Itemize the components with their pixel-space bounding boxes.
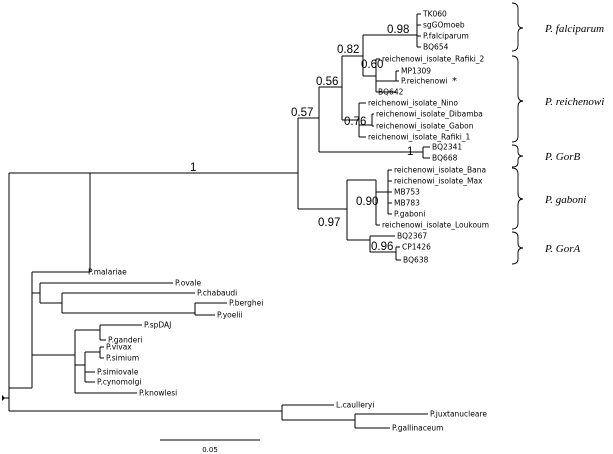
leaf-max: reichenowi_isolate_Max xyxy=(394,177,483,186)
leaf-pchabaudi: P.chabaudi xyxy=(197,289,237,298)
leaf-bq2367: BQ2367 xyxy=(397,232,427,241)
brace-reichenowi xyxy=(511,55,524,143)
leaf-preichenowi: P.reichenowi xyxy=(401,77,447,86)
support-values: 0.98 0.82 0.60 0.56 0.57 0.76 1 1 0.90 0… xyxy=(190,24,413,253)
support-082: 0.82 xyxy=(337,44,359,56)
leaf-bq654: BQ654 xyxy=(423,43,449,52)
leaf-rafiki2: reichenowi_isolate_Rafiki_2 xyxy=(382,55,485,64)
leaf-mb783: MB783 xyxy=(394,199,420,208)
leaf-mb753: MB753 xyxy=(394,188,420,197)
leaf-povale: P.ovale xyxy=(175,279,201,288)
leaf-nino: reichenowi_isolate_Nino xyxy=(368,99,458,108)
support-057: 0.57 xyxy=(291,107,313,119)
leaf-psimiovale: P.simiovale xyxy=(97,368,139,377)
leaf-bana: reichenowi_isolate_Bana xyxy=(394,166,486,175)
leaf-pfalciparum: P.falciparum xyxy=(423,32,469,41)
leaf-bq668: BQ668 xyxy=(432,154,458,163)
leaf-psimium: P.simium xyxy=(106,354,139,363)
leaf-pganderi: P.ganderi xyxy=(108,336,142,345)
leaf-bq638: BQ638 xyxy=(403,256,429,265)
scale-bar-label: 0.05 xyxy=(202,446,218,454)
group-label-falciparum: P. falciparum xyxy=(544,23,604,35)
group-label-reichenowi: P. reichenowi xyxy=(544,96,604,108)
brace-gora xyxy=(511,231,524,265)
support-096: 0.96 xyxy=(371,241,393,253)
support-1-root: 1 xyxy=(190,162,196,174)
group-braces xyxy=(511,2,524,265)
reichenowi-star-marker: * xyxy=(452,76,457,87)
leaf-pknowlesi: P.knowlesi xyxy=(139,389,177,398)
support-056: 0.56 xyxy=(316,76,338,88)
leaf-dibamba: reichenowi_isolate_Dibamba xyxy=(376,110,483,119)
leaf-rafiki1: reichenowi_isolate_Rafiki_1 xyxy=(368,133,471,142)
leaf-loukoum: reichenowi_isolate_Loukoum xyxy=(382,221,489,230)
leaf-lcaulleryi: L.caulleryi xyxy=(336,401,374,410)
leaf-pspdaj: P.spDAJ xyxy=(144,321,171,330)
leaf-pgaboni: P.gaboni xyxy=(394,210,425,219)
leaf-pyoelii: P.yoelii xyxy=(217,311,243,320)
group-label-gorb: P. GorB xyxy=(544,151,581,163)
support-060: 0.60 xyxy=(361,59,383,71)
support-076: 0.76 xyxy=(344,116,366,128)
support-090: 0.90 xyxy=(356,196,378,208)
leaf-pvivax: P.vivax xyxy=(106,343,132,352)
support-097: 0.97 xyxy=(318,217,340,229)
support-1-gorb: 1 xyxy=(407,146,413,158)
leaf-pcynomolgi: P.cynomolgi xyxy=(97,378,141,387)
brace-gorb xyxy=(511,144,524,168)
group-label-gora: P. GorA xyxy=(544,243,581,255)
leaf-tk060: TK060 xyxy=(422,10,447,19)
leaf-pberghei: P.berghei xyxy=(229,299,263,308)
brace-gaboni xyxy=(511,167,524,230)
tree-branches xyxy=(2,13,430,429)
leaf-bq2341: BQ2341 xyxy=(432,143,462,152)
support-098: 0.98 xyxy=(387,24,409,36)
leaf-labels: TK060 sgGOmoeb P.falciparum BQ654 reiche… xyxy=(88,10,489,433)
group-label-gaboni: P. gaboni xyxy=(544,194,586,206)
leaf-pgallinaceum: P.gallinaceum xyxy=(392,424,444,433)
leaf-mp1309: MP1309 xyxy=(401,67,431,76)
leaf-gabon: reichenowi_isolate_Gabon xyxy=(376,122,474,131)
leaf-pjuxtanucleare: P.juxtanucleare xyxy=(430,410,487,419)
leaf-cp1426: CP1426 xyxy=(402,243,431,252)
leaf-sggomeeb: sgGOmoeb xyxy=(423,21,465,30)
group-labels: P. falciparum P. reichenowi P. GorB P. g… xyxy=(544,23,604,255)
leaf-pmalariae: P.malariae xyxy=(88,268,127,277)
root-marker-icon xyxy=(2,395,5,401)
scale-bar: 0.05 xyxy=(160,439,260,454)
leaf-bq642: BQ642 xyxy=(378,88,404,97)
brace-falciparum xyxy=(511,2,524,52)
